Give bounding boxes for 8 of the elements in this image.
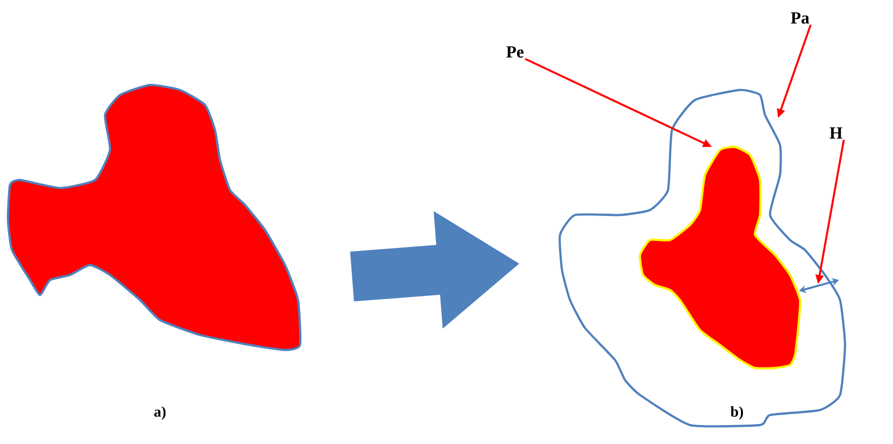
node-label: Pe: [506, 46, 524, 58]
outer-contour: [558, 88, 846, 428]
panel-label: b): [730, 406, 743, 420]
shape-drawing: [6, 84, 302, 352]
inner-shape: [638, 146, 802, 370]
node-label: Pa: [790, 12, 810, 24]
node-label: H: [830, 127, 842, 139]
panel-label: a): [154, 406, 166, 420]
